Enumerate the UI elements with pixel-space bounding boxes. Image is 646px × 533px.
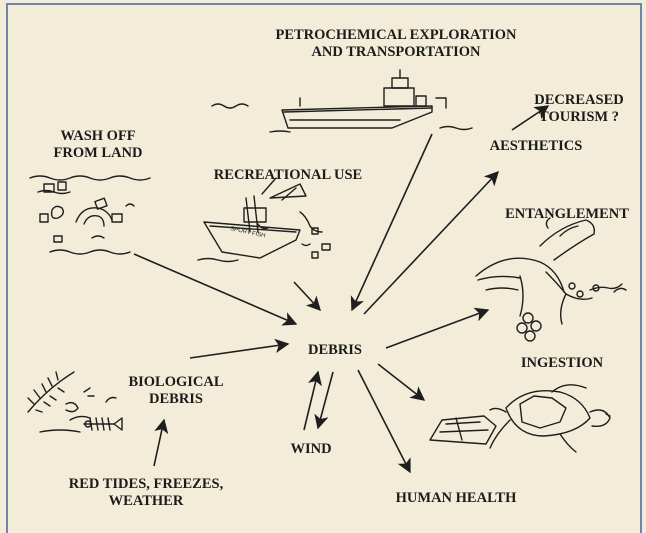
label-debris-center-text: DEBRIS — [300, 342, 370, 359]
arrow-washoff-to-debris — [134, 254, 296, 324]
biological-debris-illustration — [28, 372, 122, 432]
label-entanglement-text: ENTANGLEMENT — [494, 206, 640, 223]
label-ingestion-text: INGESTION — [512, 355, 612, 372]
arrow-debris-to-wind — [318, 372, 333, 428]
arrow-debris-to-ingestion — [378, 364, 424, 400]
label-recreational-use-text: RECREATIONAL USE — [200, 167, 376, 184]
tanker-ship-illustration — [212, 70, 472, 132]
arrow-redtides-to-biological — [154, 420, 164, 466]
label-aesthetics: AESTHETICS — [480, 138, 592, 155]
label-biological-debris: BIOLOGICAL DEBRIS — [118, 374, 234, 408]
label-wind-text: WIND — [286, 441, 336, 458]
label-aesthetics-text: AESTHETICS — [480, 138, 592, 155]
arrow-recreational-to-debris — [294, 282, 320, 310]
label-red-tides: RED TIDES, FREEZES, WEATHER — [43, 476, 249, 510]
sea-turtle-illustration — [430, 385, 610, 452]
label-ingestion: INGESTION — [512, 355, 612, 372]
label-debris-center: DEBRIS — [300, 342, 370, 359]
label-red-tides-line1: RED TIDES, FREEZES, — [43, 476, 249, 493]
label-red-tides-line2: WEATHER — [43, 493, 249, 510]
arrow-debris-to-human-health — [358, 370, 410, 472]
label-wash-off-line1: WASH OFF — [44, 128, 152, 145]
arrow-wind-to-debris — [304, 372, 318, 430]
label-petrochemical-line1: PETROCHEMICAL EXPLORATION — [245, 27, 547, 44]
label-entanglement: ENTANGLEMENT — [494, 206, 640, 223]
label-biological-debris-line1: BIOLOGICAL — [118, 374, 234, 391]
label-petrochemical-line2: AND TRANSPORTATION — [245, 44, 547, 61]
entangled-bird-illustration — [476, 218, 626, 341]
label-recreational-use: RECREATIONAL USE — [200, 167, 376, 184]
label-petrochemical: PETROCHEMICAL EXPLORATION AND TRANSPORTA… — [245, 27, 547, 61]
label-human-health-text: HUMAN HEALTH — [394, 490, 518, 507]
arrow-debris-to-entanglement — [386, 310, 488, 348]
label-human-health: HUMAN HEALTH — [394, 490, 518, 507]
label-wash-off-line2: FROM LAND — [44, 145, 152, 162]
label-decreased-tourism: DECREASED TOURISM ? — [527, 92, 631, 126]
label-decreased-tourism-line1: DECREASED — [527, 92, 631, 109]
arrow-debris-to-aesthetics — [364, 172, 498, 314]
label-wash-off: WASH OFF FROM LAND — [44, 128, 152, 162]
fishing-boat-illustration — [198, 178, 330, 262]
label-wind: WIND — [286, 441, 336, 458]
wash-off-illustration — [30, 176, 150, 254]
arrow-biological-to-debris — [190, 344, 288, 358]
label-biological-debris-line2: DEBRIS — [118, 391, 234, 408]
label-decreased-tourism-line2: TOURISM ? — [527, 109, 631, 126]
